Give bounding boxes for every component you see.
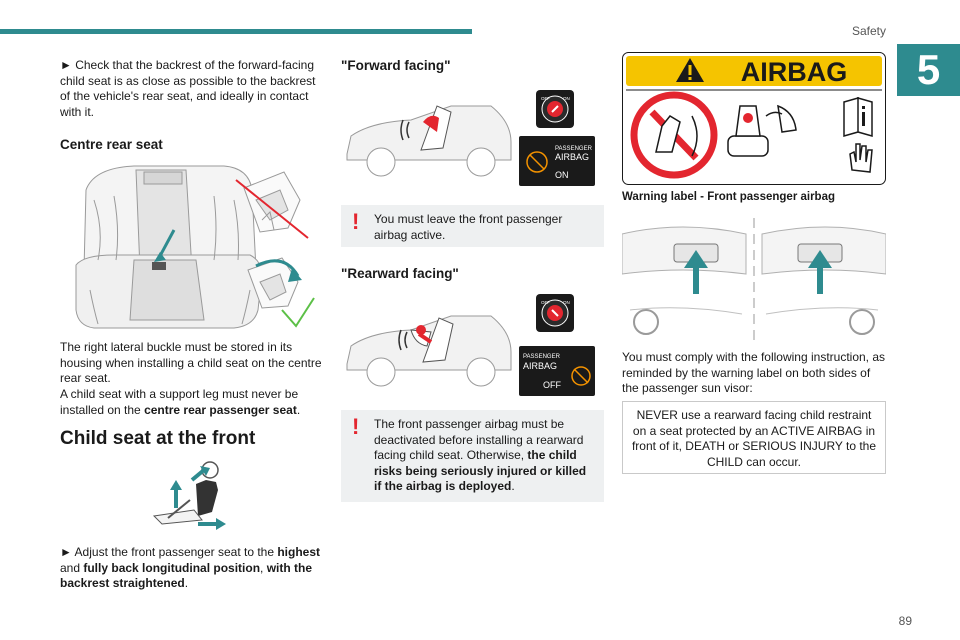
page-number: 89 (898, 614, 912, 628)
section-title: Safety (851, 24, 886, 38)
forward-facing-heading: "Forward facing" (341, 58, 451, 73)
knob-off-text: OFF (541, 96, 550, 101)
check-icon (281, 297, 315, 328)
cross-icon (235, 179, 309, 239)
seat-adjust-illustration (146, 460, 230, 532)
rear-bench-illustration (74, 160, 318, 332)
warning-exclamation-icon: ! (352, 209, 360, 234)
intro-text: ► Check that the backrest of the forward… (60, 58, 316, 119)
forward-facing-illustration: OFF ON PASSENGER AIRBAG ON (341, 82, 601, 192)
warning-triangle-icon (676, 58, 704, 82)
svg-text:ON: ON (555, 170, 569, 180)
svg-text:AIRBAG: AIRBAG (555, 152, 589, 162)
warning-label-caption: Warning label - Front passenger airbag (622, 191, 835, 203)
svg-text:ON: ON (563, 96, 570, 101)
airbag-warning-label: AIRBAG (622, 52, 886, 185)
airbag-warning-box: NEVER use a rearward facing child restra… (622, 401, 886, 474)
adjust-seat-paragraph: ► Adjust the front passenger seat to the… (60, 545, 321, 590)
svg-text:AIRBAG: AIRBAG (523, 361, 557, 371)
svg-text:PASSENGER: PASSENGER (555, 146, 593, 152)
child-seat-front-heading: Child seat at the front (60, 428, 256, 449)
warning-exclamation-icon: ! (352, 414, 360, 439)
support-leg-paragraph: A child seat with a support leg must nev… (60, 387, 301, 417)
arrow-up-icon (808, 250, 832, 294)
arrow-up-icon (684, 250, 708, 294)
forward-facing-note: ! You must leave the front passenger air… (341, 205, 604, 247)
rearward-facing-illustration: OFF ON PASSENGER AIRBAG OFF (341, 290, 601, 402)
svg-text:AIRBAG: AIRBAG (741, 57, 848, 87)
sun-visor-illustration (622, 214, 886, 342)
comply-paragraph: You must comply with the following instr… (622, 350, 886, 395)
svg-text:PASSENGER: PASSENGER (523, 354, 561, 360)
header-bar (0, 29, 472, 34)
svg-text:OFF: OFF (543, 380, 561, 390)
svg-text:ON: ON (563, 300, 570, 305)
hand-icon (849, 143, 873, 173)
centre-rear-heading: Centre rear seat (60, 137, 163, 152)
chapter-tab: 5 (897, 44, 960, 96)
svg-text:OFF: OFF (541, 300, 550, 305)
rearward-facing-note: ! The front passenger airbag must be dea… (341, 410, 604, 502)
book-info-icon (843, 97, 873, 137)
buckle-paragraph: The right lateral buckle must be stored … (60, 340, 322, 385)
rearward-facing-heading: "Rearward facing" (341, 266, 459, 281)
